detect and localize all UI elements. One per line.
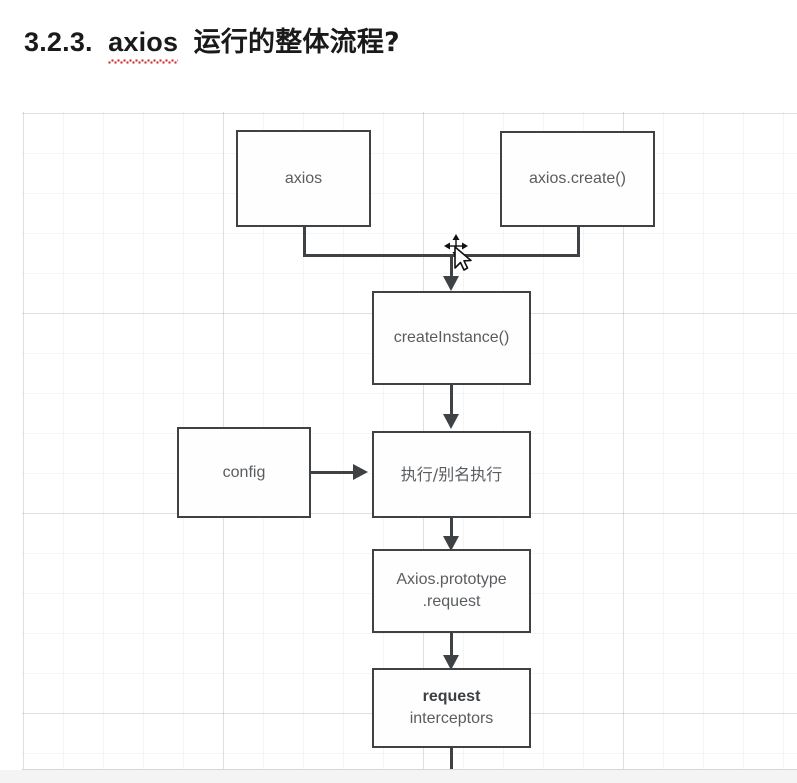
node-config[interactable]: config: [177, 427, 311, 518]
node-request-interceptors[interactable]: request interceptors: [372, 668, 531, 748]
node-axios-create[interactable]: axios.create(): [500, 131, 655, 227]
edge-config-right: [311, 471, 355, 474]
heading-rest: 运行的整体流程?: [193, 27, 400, 58]
arrowhead-into-exec-alias: [443, 414, 459, 429]
edge-merge-horizontal: [303, 254, 580, 257]
edge-exec-alias-down: [450, 518, 453, 543]
node-create-instance-label: createInstance(): [393, 329, 510, 347]
node-axios-label: axios: [284, 169, 323, 187]
node-axios[interactable]: axios: [236, 130, 371, 227]
heading-number: 3.2.3.: [24, 27, 93, 57]
page-bottom-strip: [0, 770, 797, 783]
node-request-interceptors-line2: interceptors: [409, 710, 494, 727]
node-axios-prototype-request-line2: .request: [422, 593, 481, 610]
node-config-label: config: [222, 463, 266, 481]
node-create-instance[interactable]: createInstance(): [372, 291, 531, 385]
node-axios-prototype-request[interactable]: Axios.prototype .request: [372, 549, 531, 633]
node-exec-alias[interactable]: 执行/别名执行: [372, 431, 531, 518]
edge-create-instance-down: [450, 385, 453, 417]
arrowhead-into-prototype-request: [443, 536, 459, 551]
edge-axios-down: [303, 227, 306, 257]
heading-term-misspelled: axios: [108, 27, 179, 64]
edge-prototype-request-down: [450, 633, 453, 660]
arrowhead-into-exec-alias-left: [353, 464, 368, 480]
edge-request-interceptors-down-clipped: [450, 748, 453, 769]
edge-merge-down: [450, 254, 453, 279]
arrowhead-into-request-interceptors: [443, 655, 459, 670]
arrowhead-into-create-instance: [443, 276, 459, 291]
edge-axios-create-down: [577, 227, 580, 257]
diagram-canvas[interactable]: axios axios.create() createInstance() co…: [22, 112, 797, 770]
node-axios-prototype-request-line1: Axios.prototype: [396, 571, 507, 589]
node-request-interceptors-line1: request: [422, 688, 481, 706]
node-exec-alias-label: 执行/别名执行: [400, 464, 503, 484]
node-axios-create-label: axios.create(): [529, 170, 626, 188]
page-title: 3.2.3. axios 运行的整体流程?: [24, 20, 400, 64]
